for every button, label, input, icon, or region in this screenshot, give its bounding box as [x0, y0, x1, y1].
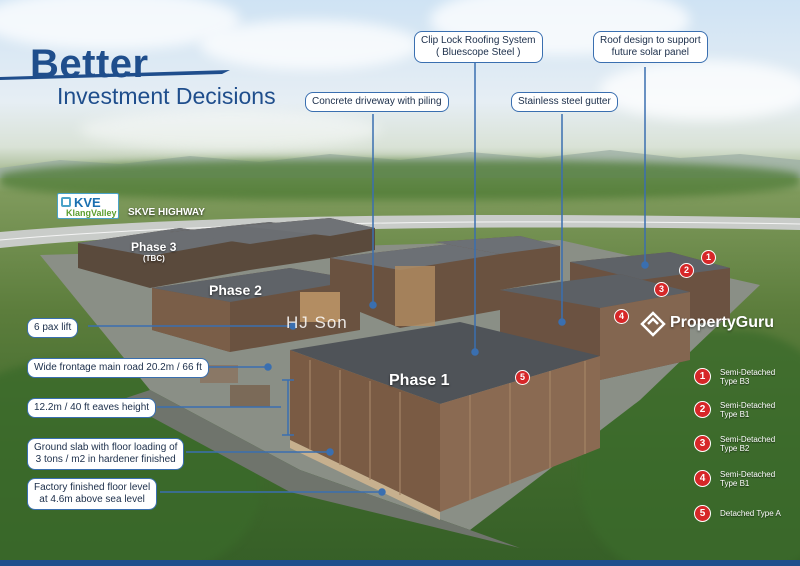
- legend-label: Semi-Detached Type B1: [720, 401, 776, 419]
- callout-leader-lines: [88, 60, 649, 496]
- legend-number: 2: [694, 401, 711, 418]
- building-marker-3: 3: [654, 282, 669, 297]
- skve-logo-subtext: KlangValley: [66, 208, 117, 218]
- phase1-building: [200, 322, 600, 520]
- highway-label: SKVE HIGHWAY: [128, 207, 205, 218]
- legend-label: Semi-Detached Type B1: [720, 470, 776, 488]
- forest-band: [0, 160, 800, 200]
- cloud: [600, 60, 800, 120]
- building-marker-5: 5: [515, 370, 530, 385]
- callout-road: Wide frontage main road 20.2m / 66 ft: [27, 358, 209, 378]
- callout-gutter: Stainless steel gutter: [511, 92, 618, 112]
- legend-item-4: 4 Semi-Detached Type B1: [694, 470, 794, 494]
- skve-mark-icon: [61, 197, 71, 207]
- building-marker-2: 2: [679, 263, 694, 278]
- bottom-bar: [0, 560, 800, 566]
- legend-number: 5: [694, 505, 711, 522]
- legend-number: 4: [694, 470, 711, 487]
- headline: Better: [30, 42, 149, 86]
- legend-item-3: 3 Semi-Detached Type B2: [694, 435, 794, 459]
- propertyguru-logo: PropertyGuru: [640, 311, 774, 337]
- legend-label: Semi-Detached Type B2: [720, 435, 776, 453]
- legend-label: Semi-Detached Type B3: [720, 368, 776, 386]
- phase3-buildings: [78, 218, 375, 288]
- callout-floor: Factory finished floor level at 4.6m abo…: [27, 478, 158, 510]
- phase1-label: Phase 1: [389, 372, 450, 389]
- legend-number: 3: [694, 435, 711, 452]
- legend-number: 1: [694, 368, 711, 385]
- phase2-buildings: [152, 236, 560, 352]
- skve-logo: KVE KlangValley: [57, 193, 119, 219]
- callout-solar: Roof design to support future solar pane…: [593, 31, 708, 63]
- legend-label: Detached Type A: [720, 509, 781, 518]
- building-marker-4: 4: [614, 309, 629, 324]
- phase3-label: Phase 3: [131, 240, 177, 254]
- legend-item-1: 1 Semi-Detached Type B3: [694, 368, 794, 392]
- propertyguru-logo-icon: [640, 311, 666, 337]
- callout-roofing: Clip Lock Roofing System ( Bluescope Ste…: [414, 31, 543, 63]
- watermark: HJ Son: [286, 313, 348, 332]
- subheadline: Investment Decisions: [57, 83, 276, 109]
- cloud: [80, 110, 380, 150]
- skve-highway: [0, 214, 800, 248]
- building-marker-1: 1: [701, 250, 716, 265]
- callout-slab: Ground slab with floor loading of 3 tons…: [27, 438, 185, 470]
- callout-lift: 6 pax lift: [27, 318, 79, 338]
- cloud: [200, 20, 420, 70]
- propertyguru-wordmark: PropertyGuru: [670, 314, 775, 331]
- skve-logo-text: KVE: [74, 195, 101, 210]
- phase3-note: (TBC): [143, 254, 165, 263]
- callout-driveway: Concrete driveway with piling: [305, 92, 449, 112]
- phase2-label: Phase 2: [209, 282, 262, 298]
- legend-item-5: 5 Detached Type A: [694, 505, 794, 529]
- callout-eaves: 12.2m / 40 ft eaves height: [27, 398, 157, 418]
- title-swoosh: [0, 70, 230, 80]
- legend-item-2: 2 Semi-Detached Type B1: [694, 401, 794, 425]
